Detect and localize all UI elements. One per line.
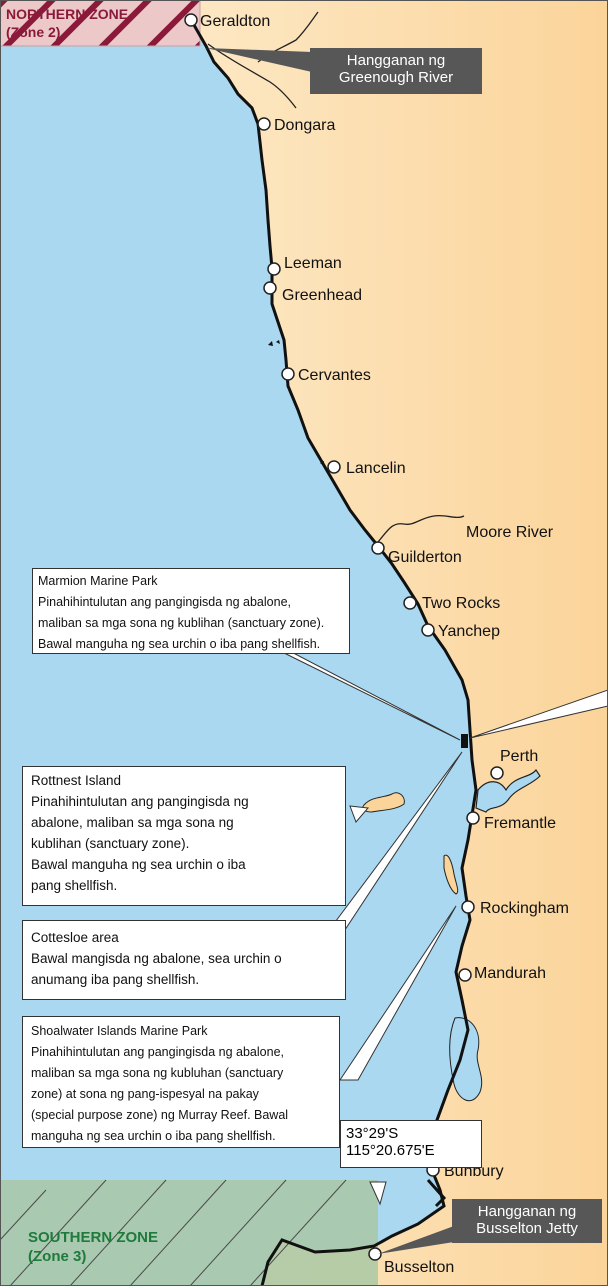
southern-zone-sub: (Zone 3) [28, 1248, 87, 1265]
garden-island [443, 854, 459, 895]
town-dot-two-rocks [403, 596, 417, 610]
town-dot-perth [490, 766, 504, 780]
shoalwater-line-5: manguha ng sea urchin o iba pang shellfi… [31, 1129, 276, 1143]
northern-zone-name: NORTHERN ZONE [6, 6, 129, 22]
coordinates-box: 33°29'S 115°20.675'E [340, 1120, 482, 1168]
town-dot-mandurah [458, 968, 472, 982]
northern-zone-sub: (Zone 2) [6, 24, 61, 40]
marmion-title: Marmion Marine Park [38, 574, 158, 588]
busselton-pointer [378, 1226, 454, 1254]
busselton-line2: Busselton Jetty [476, 1220, 578, 1237]
greenough-line1: Hangganan ng [346, 52, 446, 69]
town-label-perth: Perth [500, 748, 538, 765]
rottnest-line-5: pang shellfish. [31, 878, 118, 893]
cottesloe-line-2: anumang iba pang shellfish. [31, 972, 200, 987]
town-dot-cervantes [281, 367, 295, 381]
greenough-pointer [206, 48, 312, 72]
swan-river [475, 768, 541, 813]
shoalwater-line-3: zone) at sona ng pang-ispesyal na pakay [31, 1087, 259, 1101]
town-label-lancelin: Lancelin [346, 460, 406, 477]
town-dot-rockingham [461, 900, 475, 914]
greenough-boundary-label: Hangganan ng Greenough River [310, 48, 482, 94]
town-label-leeman: Leeman [284, 255, 342, 272]
shoalwater-line-2: maliban sa mga sona ng kubluhan (sanctua… [31, 1066, 284, 1080]
southern-zone-label: SOUTHERN ZONE (Zone 3) [28, 1228, 158, 1266]
town-dot-busselton [368, 1247, 382, 1261]
town-dot-geraldton [184, 13, 198, 27]
greenough-line2: Greenough River [338, 69, 454, 86]
rottnest-island [362, 792, 405, 813]
shoalwater-line-1: Pinahihintulutan ang pangingisda ng abal… [31, 1045, 284, 1059]
town-dots [184, 13, 504, 1261]
marmion-marker [461, 734, 468, 748]
marmion-line-1: Pinahihintulutan ang pangingisda ng abal… [38, 595, 291, 609]
town-label-fremantle: Fremantle [484, 815, 556, 832]
peel-inlet [449, 1017, 483, 1102]
town-label-yanchep: Yanchep [438, 623, 500, 640]
rottnest-line-1: Pinahihintulutan ang pangingisda ng [31, 794, 249, 809]
rottnest-line-4: Bawal manguha ng sea urchin o iba [31, 857, 246, 872]
southern-zone-area [0, 1179, 378, 1286]
town-label-mandurah: Mandurah [474, 965, 546, 982]
marmion-line-3: Bawal manguha ng sea urchin o iba pang s… [38, 637, 321, 651]
northern-zone-area [0, 0, 200, 46]
marmion-line-2: maliban sa mga sona ng kublihan (sanctua… [38, 616, 325, 630]
callout-pointers [269, 645, 608, 1206]
shoalwater-title: Shoalwater Islands Marine Park [31, 1024, 208, 1038]
rottnest-line-2: abalone, maliban sa mga sona ng [31, 815, 234, 830]
town-dot-lancelin [327, 460, 341, 474]
town-label-greenhead: Greenhead [282, 287, 362, 304]
town-dot-dongara [257, 117, 271, 131]
land [190, 0, 608, 1286]
bunbury-harbour [426, 1179, 447, 1208]
town-label-two-rocks: Two Rocks [422, 595, 500, 612]
northern-zone-label: NORTHERN ZONE (Zone 2) [6, 5, 128, 41]
cottesloe-callout: Cottesloe area Bawal mangisda ng abalone… [22, 920, 346, 1000]
town-dot-leeman [267, 262, 281, 276]
rottnest-line-3: kublihan (sanctuary zone). [31, 836, 190, 851]
town-label-busselton: Busselton [384, 1259, 454, 1276]
coord-lon: 115°20.675'E [346, 1142, 435, 1159]
town-label-cervantes: Cervantes [298, 367, 371, 384]
shoalwater-callout: Shoalwater Islands Marine Park Pinahihin… [22, 1016, 340, 1148]
town-dot-guilderton [371, 541, 385, 555]
coord-lat: 33°29'S [346, 1125, 399, 1142]
busselton-line1: Hangganan ng [477, 1203, 577, 1220]
shoalwater-line-4: (special purpose zone) ng Murray Reef. B… [31, 1108, 289, 1122]
rottnest-title: Rottnest Island [31, 773, 122, 788]
town-label-guilderton: Guilderton [388, 549, 462, 566]
town-dot-greenhead [263, 281, 277, 295]
town-dot-yanchep [421, 623, 435, 637]
town-label-moore-river: Moore River [466, 524, 554, 541]
marmion-callout: Marmion Marine Park Pinahihintulutan ang… [32, 568, 350, 654]
town-dot-fremantle [466, 811, 480, 825]
town-label-rockingham: Rockingham [480, 900, 569, 917]
town-label-dongara: Dongara [274, 117, 335, 134]
cottesloe-line-1: Bawal mangisda ng abalone, sea urchin o [31, 951, 282, 966]
southern-zone-name: SOUTHERN ZONE [28, 1229, 159, 1246]
cottesloe-title: Cottesloe area [31, 930, 119, 945]
rottnest-callout: Rottnest Island Pinahihintulutan ang pan… [22, 766, 346, 906]
town-label-geraldton: Geraldton [200, 13, 270, 30]
busselton-boundary-label: Hangganan ng Busselton Jetty [452, 1199, 602, 1243]
